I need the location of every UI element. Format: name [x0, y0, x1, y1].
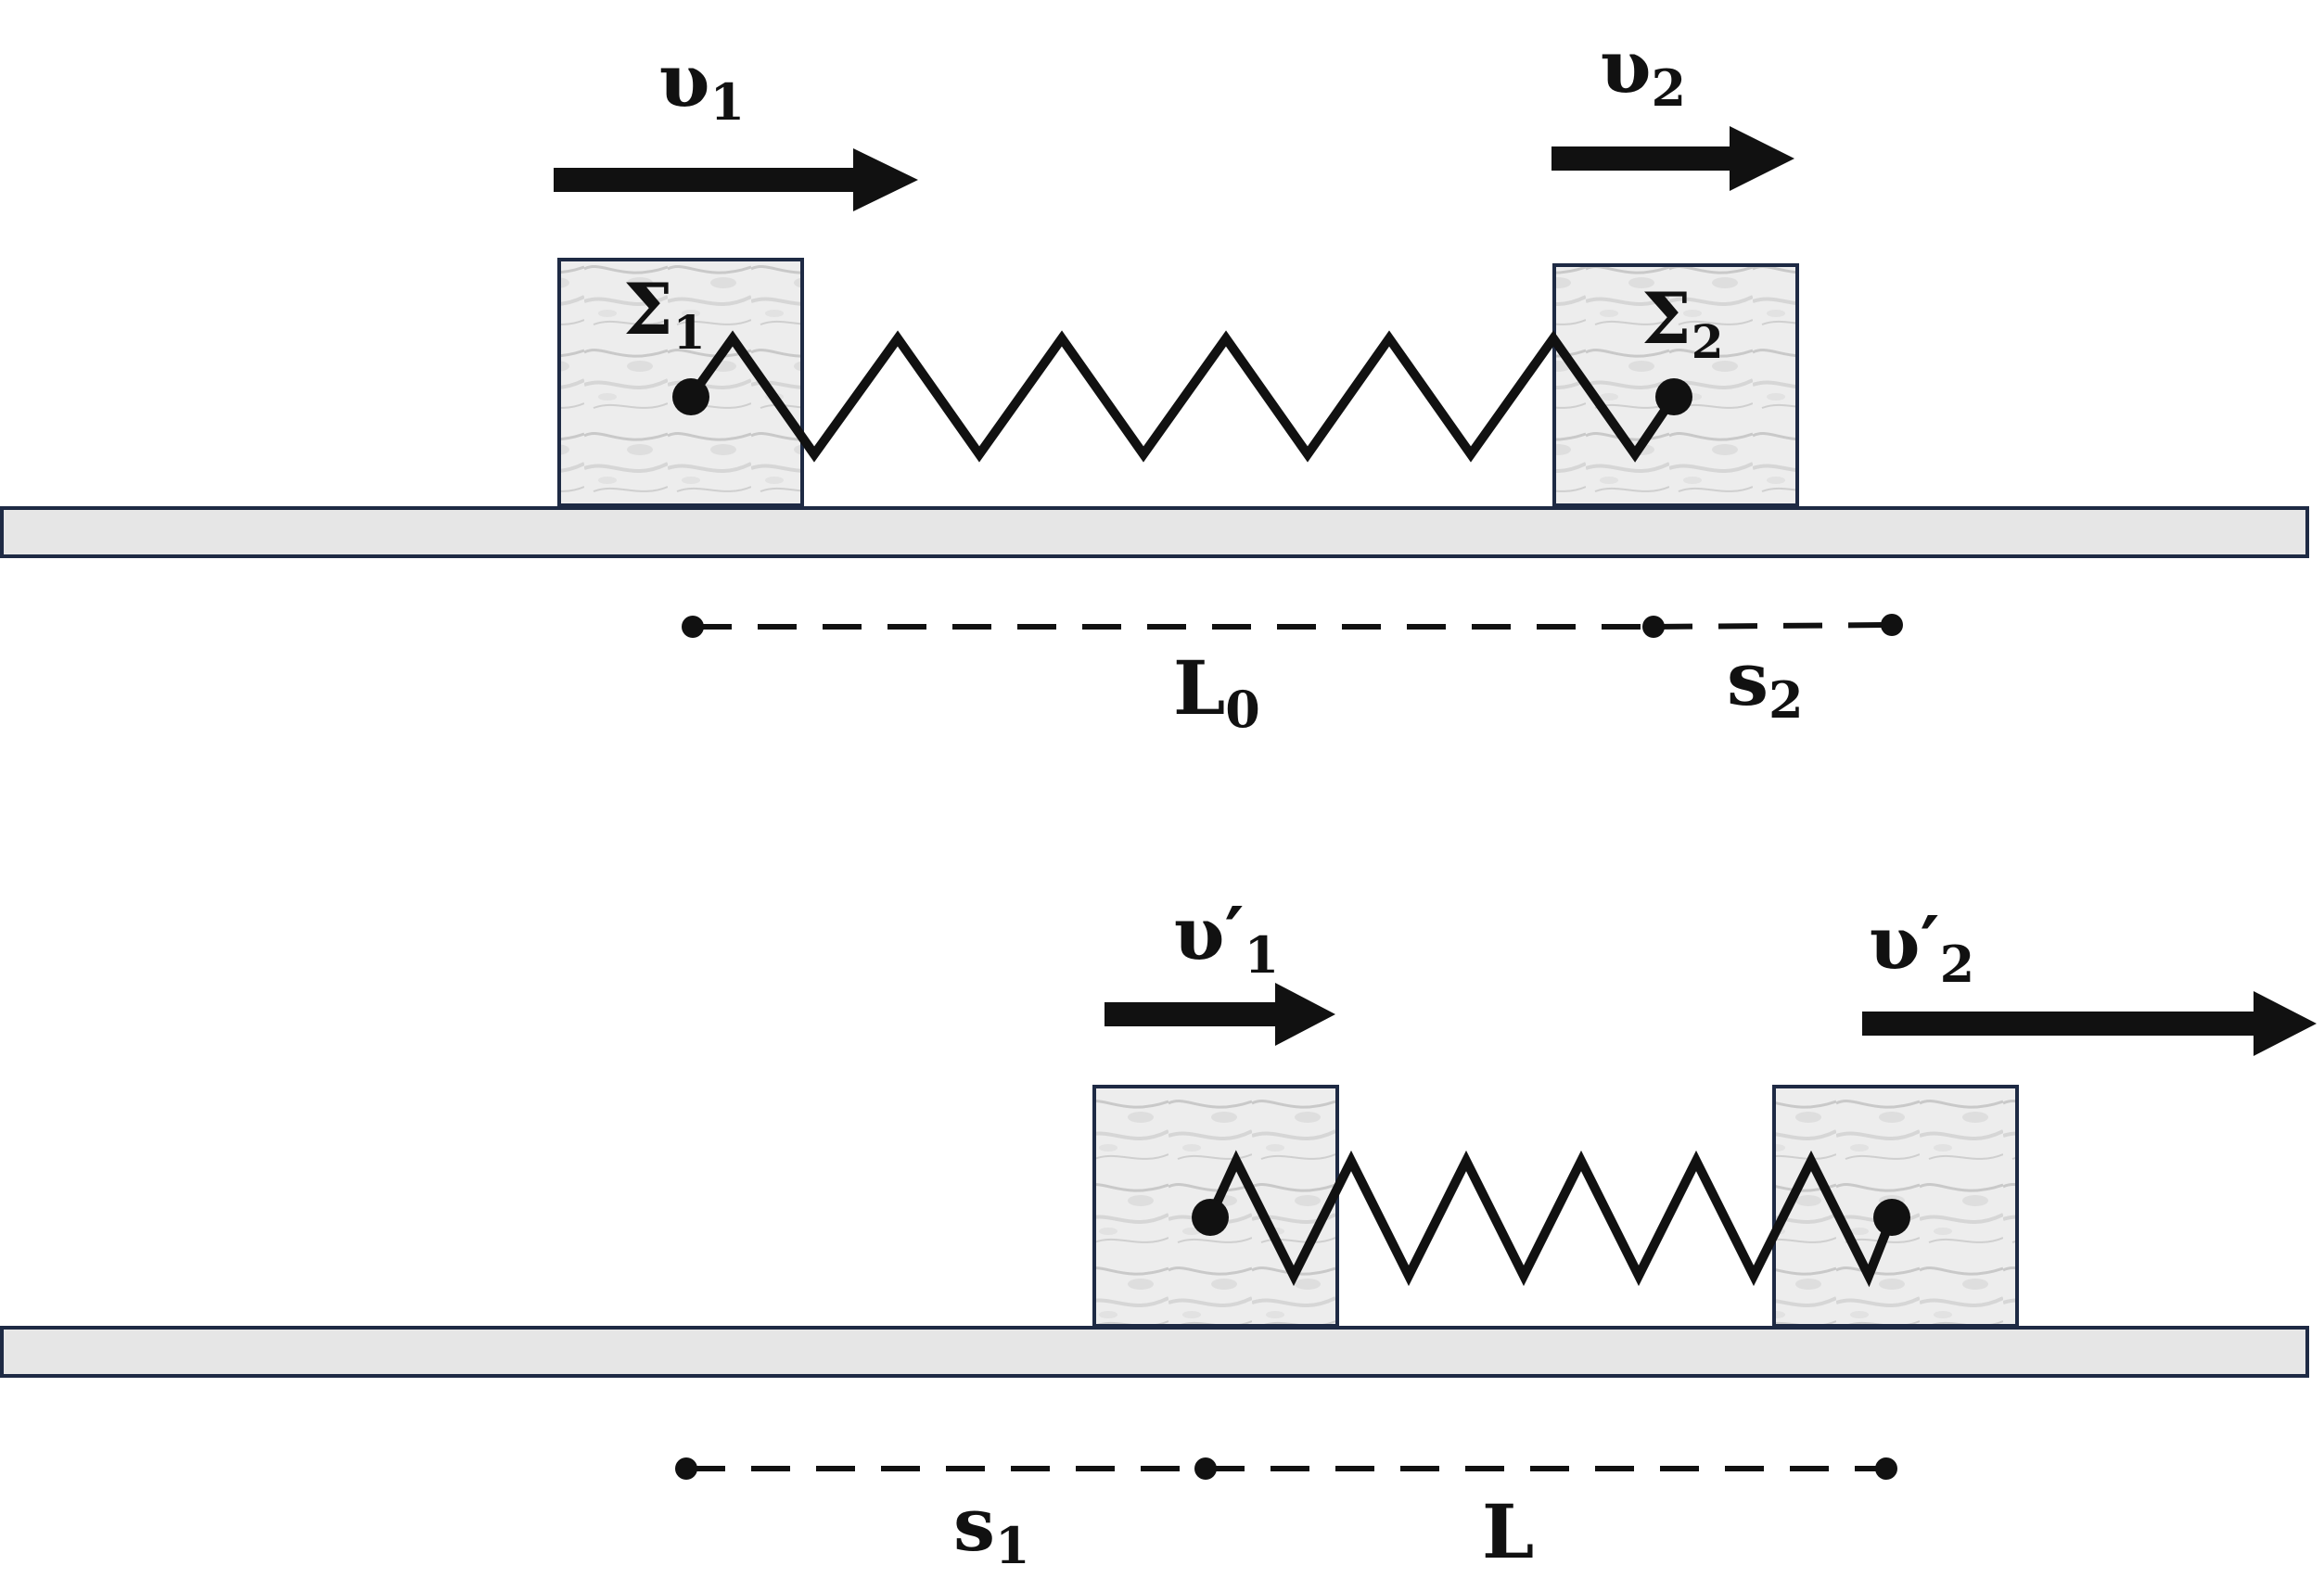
- rail-bottom: [0, 1326, 2309, 1378]
- attachment-dot-icon: [1655, 378, 1692, 415]
- attachment-dot-icon: [1192, 1199, 1229, 1236]
- velocity-arrow-v2: [1551, 126, 1794, 191]
- velocity-label-v1: υ1: [658, 37, 745, 132]
- dimension-line-bottom: [675, 1457, 1897, 1480]
- rail-top: [0, 506, 2309, 558]
- attachment-dot-icon: [1873, 1199, 1910, 1236]
- spring-icon: [686, 330, 1679, 463]
- displacement-label-s2: s2: [1727, 635, 1804, 730]
- velocity-arrow-v1: [554, 148, 918, 211]
- top-scene: υ1 υ2 Σ1 Σ2 L0 s2: [0, 23, 2309, 739]
- displacement-label-s1: s1: [953, 1481, 1030, 1575]
- velocity-arrow-v2-prime: [1862, 991, 2317, 1056]
- right-arrow-icon: [2254, 991, 2317, 1056]
- right-arrow-icon: [853, 148, 918, 211]
- block-label-sigma2: Σ2: [1641, 277, 1724, 369]
- length-label-L0: L0: [1173, 644, 1260, 739]
- spring-icon: [1206, 1150, 1896, 1288]
- length-label-L: L: [1482, 1488, 1534, 1575]
- velocity-label-v2: υ2: [1600, 23, 1686, 118]
- velocity-arrow-v1-prime: [1105, 983, 1335, 1046]
- dimension-line-top: [682, 614, 1903, 638]
- right-arrow-icon: [1275, 983, 1335, 1046]
- velocity-label-v2-prime: υ′2: [1869, 899, 1974, 994]
- bottom-scene: υ′1 υ′2 s1 L: [0, 890, 2317, 1575]
- attachment-dot-icon: [672, 378, 709, 415]
- right-arrow-icon: [1730, 126, 1794, 191]
- block-label-sigma1: Σ1: [623, 268, 706, 360]
- velocity-label-v1-prime: υ′1: [1173, 890, 1279, 985]
